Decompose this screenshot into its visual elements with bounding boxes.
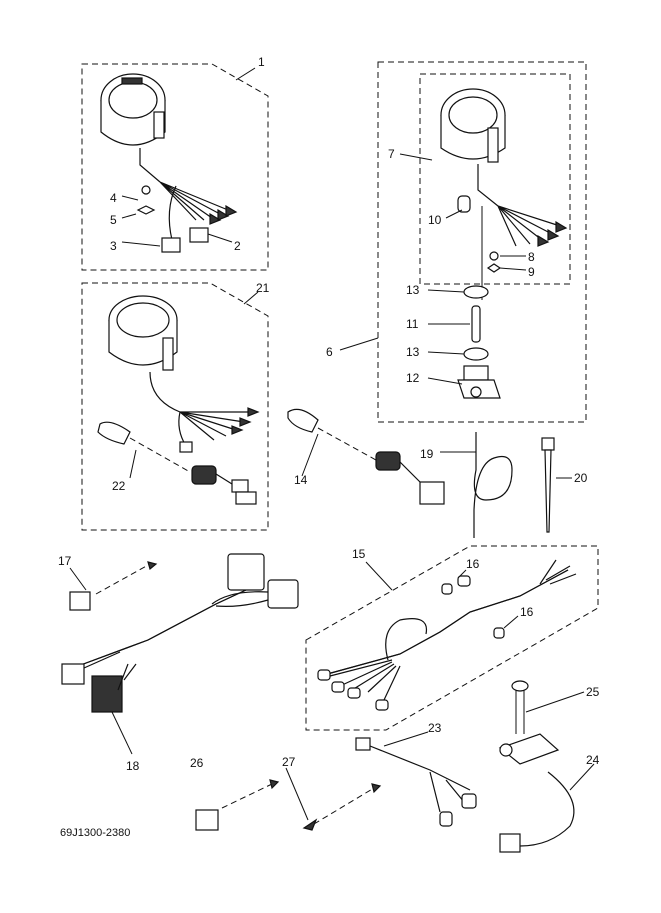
callout-2: 2: [234, 239, 241, 253]
group-box-15: [305, 545, 599, 731]
callout-15: 15: [352, 547, 366, 561]
speedometer-gauge-7: [440, 88, 568, 300]
connector-26: [195, 809, 219, 831]
callout-1: 1: [258, 55, 265, 69]
callouts: 1 2 3 4 5 6 7 8 9 10 11 12 13 13 14 15 1…: [58, 55, 600, 773]
sub-harness-15: [317, 559, 577, 711]
drawing-code: 69J1300-2380: [60, 827, 130, 839]
callout-27: 27: [282, 755, 296, 769]
callout-23: 23: [428, 721, 442, 735]
wiring-harness-23: [355, 737, 477, 827]
callout-4: 4: [110, 191, 117, 205]
callout-12: 12: [406, 371, 420, 385]
pressure-sender-assembly: [457, 285, 501, 399]
callout-3: 3: [110, 239, 117, 253]
hose-19: [473, 432, 513, 538]
wiring-harness-18: [61, 553, 299, 713]
callout-11: 11: [406, 317, 419, 331]
callout-16b: 16: [520, 605, 534, 619]
callout-21: 21: [256, 281, 270, 295]
callout-6: 6: [326, 345, 333, 359]
callout-9: 9: [528, 265, 535, 279]
callout-19: 19: [420, 447, 434, 461]
callout-8: 8: [528, 250, 535, 264]
callout-17: 17: [58, 554, 72, 568]
callout-26: 26: [190, 756, 204, 770]
callout-24: 24: [586, 753, 600, 767]
callout-14: 14: [294, 473, 308, 487]
callout-13a: 13: [406, 283, 420, 297]
cable-tie-20: [541, 437, 555, 533]
screw-25: [511, 680, 529, 734]
callout-13b: 13: [406, 345, 420, 359]
speed-cable-harness-14: [287, 408, 445, 505]
speedometer-gauge-1: [100, 73, 238, 253]
callout-16a: 16: [466, 557, 480, 571]
leader-lines: [69, 67, 595, 821]
connector-17: [69, 591, 91, 611]
callout-20: 20: [574, 471, 588, 485]
speedometer-pickup-24: [498, 733, 575, 853]
callout-5: 5: [110, 213, 117, 227]
group-box-1: [81, 63, 269, 271]
group-box-6: [377, 61, 587, 423]
callout-25: 25: [586, 685, 600, 699]
callout-7: 7: [388, 147, 395, 161]
group-box-21: [81, 282, 269, 531]
speedometer-gauge-21: [97, 295, 260, 505]
callout-18: 18: [126, 759, 140, 773]
callout-22: 22: [112, 479, 126, 493]
group-box-7: [419, 73, 571, 285]
callout-10: 10: [428, 213, 442, 227]
